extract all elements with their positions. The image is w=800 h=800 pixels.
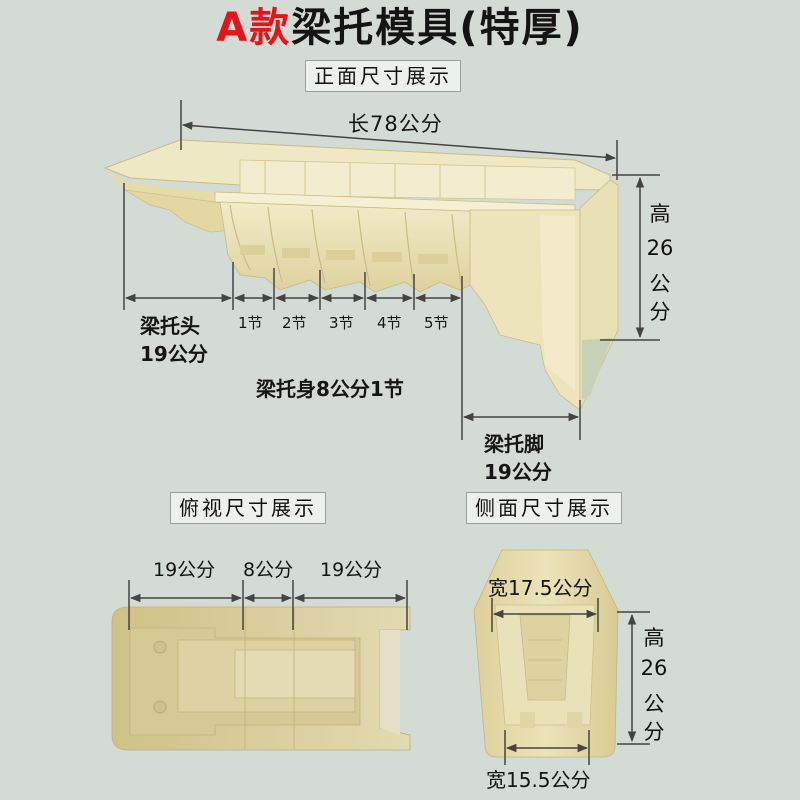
title-accent: A款 — [216, 5, 292, 51]
top-view-mold — [111, 606, 411, 751]
side-dimension-lines — [491, 598, 650, 765]
top-foot-dimension: 19公分 — [320, 559, 383, 581]
front-height-dimension: 高 26 公 分 — [646, 202, 674, 324]
top-view-label: 俯视尺寸展示 — [170, 492, 326, 524]
front-view-label: 正面尺寸展示 — [305, 60, 461, 92]
top-body-dimension: 8公分 — [243, 559, 294, 581]
head-dimension: 梁托头 19公分 — [140, 314, 208, 366]
segment-1-label: 1节 — [238, 314, 263, 332]
front-view-mold — [103, 139, 619, 411]
segment-4-label: 4节 — [377, 314, 402, 332]
side-view-mold — [473, 549, 619, 758]
side-view-label: 侧面尺寸展示 — [466, 492, 622, 524]
body-segment-note: 梁托身8公分1节 — [256, 377, 404, 401]
segment-5-label: 5节 — [424, 314, 449, 332]
top-width-dimension: 宽17.5公分 — [488, 576, 593, 600]
front-dimension-lines — [123, 100, 660, 440]
page-title: A款梁托模具(特厚) — [0, 2, 800, 54]
top-head-dimension: 19公分 — [153, 559, 216, 581]
side-height-dimension: 高 26 公 分 — [640, 626, 668, 744]
foot-dimension: 梁托脚 19公分 — [484, 432, 552, 484]
segment-2-label: 2节 — [282, 314, 307, 332]
top-dimension-lines — [128, 580, 408, 630]
bottom-width-dimension: 宽15.5公分 — [486, 768, 591, 792]
segment-3-label: 3节 — [329, 314, 354, 332]
length-dimension: 长78公分 — [348, 112, 443, 136]
title-main: 梁托模具(特厚) — [291, 5, 584, 51]
